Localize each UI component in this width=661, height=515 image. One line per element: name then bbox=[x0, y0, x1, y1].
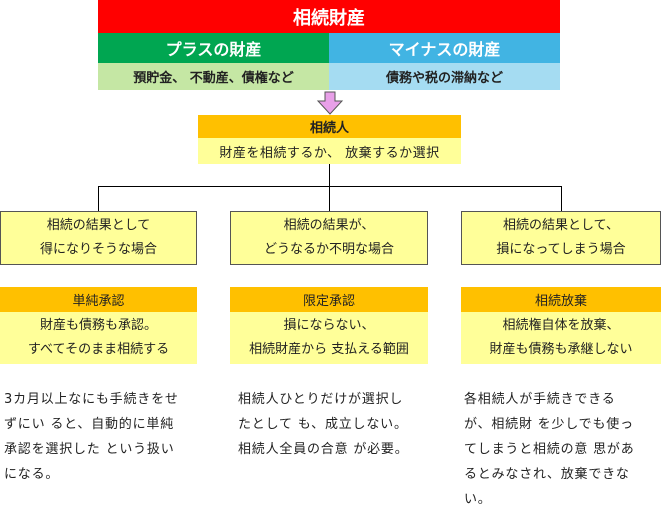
case-unknown-line-2: どうなるか不明な場合 bbox=[263, 242, 394, 257]
note-simple-line-2: ずにい ると、自動的に単純 bbox=[4, 417, 175, 432]
note-renunciation-line-4: るとみなされ、放棄できな bbox=[464, 467, 630, 482]
minus-estate-examples: 債務や税の滞納など bbox=[329, 63, 560, 90]
connector-trunk bbox=[329, 164, 330, 187]
heir-header: 相続人 bbox=[198, 115, 461, 138]
renunciation-desc-line-2: 財産も債務も承継しない bbox=[489, 342, 633, 357]
note-simple-approval: 3カ月以上なにも手続きをせ ずにい ると、自動的に単純 承認を選択した という扱… bbox=[4, 387, 199, 487]
plus-estate-examples: 預貯金、 不動産、債権など bbox=[98, 63, 329, 90]
note-renunciation-line-1: 各相続人が手続きできる bbox=[464, 392, 616, 407]
note-renunciation: 各相続人が手続きできる が、相続財 を少しでも使っ てしまうと相続の意 思があ … bbox=[464, 387, 660, 512]
type-renunciation-desc: 相続権自体を放棄、 財産も債務も承継しない bbox=[461, 312, 661, 364]
type-simple-approval: 単純承認 bbox=[0, 287, 197, 312]
minus-estate-header: マイナスの財産 bbox=[329, 33, 560, 63]
note-renunciation-line-5: い。 bbox=[464, 492, 492, 507]
heir-choice: 財産を相続するか、 放棄するか選択 bbox=[198, 138, 461, 164]
case-gain-line-1: 相続の結果として bbox=[46, 218, 151, 233]
case-loss: 相続の結果として、 損になってしまう場合 bbox=[461, 211, 661, 265]
note-renunciation-line-3: てしまうと相続の意 思があ bbox=[464, 442, 635, 457]
case-loss-line-2: 損になってしまう場合 bbox=[496, 242, 626, 257]
limited-approval-desc-line-2: 相続財産から 支払える範囲 bbox=[249, 342, 409, 357]
type-limited-approval-desc: 損にならない、 相続財産から 支払える範囲 bbox=[230, 312, 428, 364]
note-renunciation-line-2: が、相続財 を少しでも使っ bbox=[464, 417, 634, 432]
note-simple-line-4: になる。 bbox=[4, 467, 60, 482]
note-limited-line-1: 相続人ひとりだけが選択し bbox=[238, 392, 404, 407]
note-limited-line-3: 相続人全員の合意 が必要。 bbox=[238, 442, 409, 457]
simple-approval-desc-line-1: 財産も債務も承認。 bbox=[39, 318, 157, 333]
simple-approval-desc-line-2: すべてそのまま相続する bbox=[27, 342, 170, 357]
case-unknown: 相続の結果が、 どうなるか不明な場合 bbox=[230, 211, 428, 265]
renunciation-desc-line-1: 相続権自体を放棄、 bbox=[502, 318, 620, 333]
case-unknown-line-1: 相続の結果が、 bbox=[283, 218, 375, 233]
note-simple-line-1: 3カ月以上なにも手続きをせ bbox=[4, 392, 179, 407]
case-gain-line-2: 得になりそうな場合 bbox=[39, 242, 157, 257]
connector-right bbox=[561, 186, 562, 211]
note-simple-line-3: 承認を選択した という扱い bbox=[4, 442, 175, 457]
down-arrow-icon bbox=[316, 91, 344, 115]
case-loss-line-1: 相続の結果として、 bbox=[503, 218, 619, 233]
limited-approval-desc-line-1: 損にならない、 bbox=[283, 318, 375, 333]
note-limited-line-2: たとして も、成立しない。 bbox=[238, 417, 408, 432]
estate-title: 相続財産 bbox=[98, 0, 560, 33]
type-simple-approval-desc: 財産も債務も承認。 すべてそのまま相続する bbox=[0, 312, 197, 364]
connector-left bbox=[98, 186, 99, 211]
type-limited-approval: 限定承認 bbox=[230, 287, 428, 312]
note-limited-approval: 相続人ひとりだけが選択し たとして も、成立しない。 相続人全員の合意 が必要。 bbox=[238, 387, 434, 462]
type-renunciation: 相続放棄 bbox=[461, 287, 661, 312]
case-gain: 相続の結果として 得になりそうな場合 bbox=[0, 211, 197, 265]
connector-center bbox=[329, 186, 330, 211]
plus-estate-header: プラスの財産 bbox=[98, 33, 329, 63]
